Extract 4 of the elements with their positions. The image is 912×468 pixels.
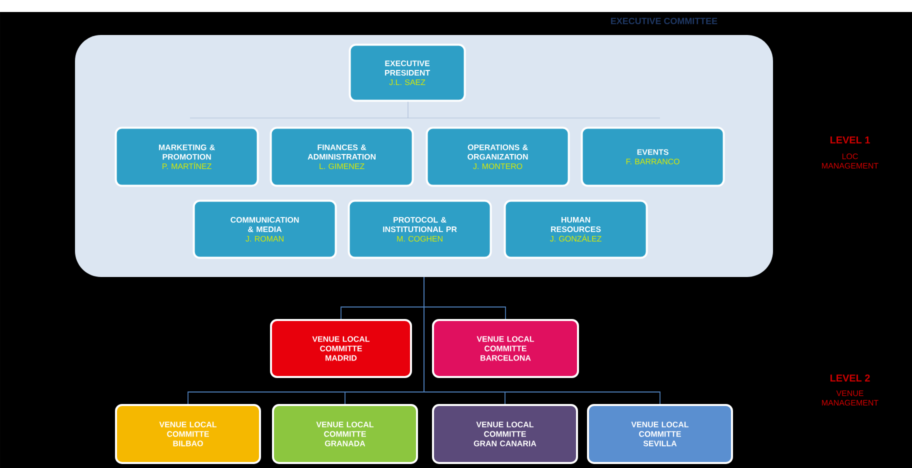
level-label: LEVEL 1 xyxy=(830,136,870,144)
level-label: LEVEL 2 xyxy=(830,374,870,382)
connector-line xyxy=(424,276,660,404)
panel-heading: EXECUTIVE COMMITTEE xyxy=(611,18,718,24)
